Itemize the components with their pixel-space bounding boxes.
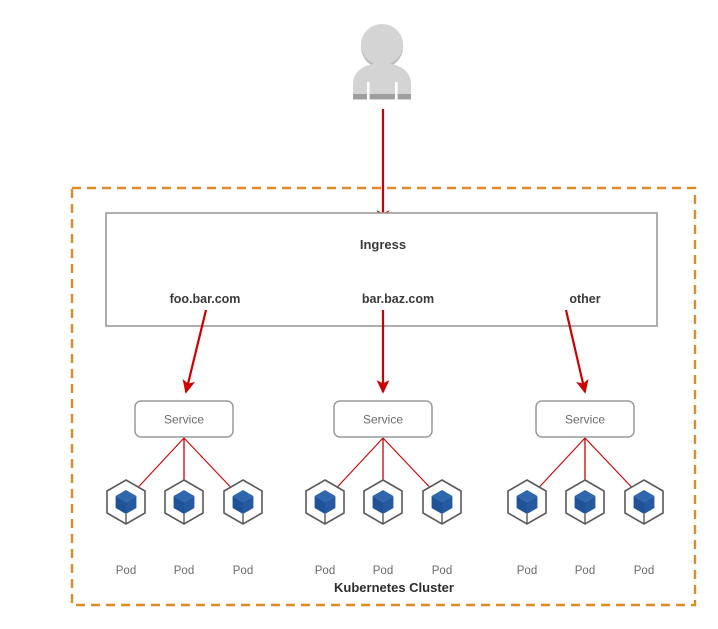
ingress-rule-host-2: other — [569, 292, 600, 306]
pod-cube-right-icon — [383, 496, 394, 514]
pod-node-1-0[interactable] — [305, 479, 345, 525]
pod-cube-left-icon — [173, 496, 184, 514]
pod-node-2-2[interactable] — [624, 479, 664, 525]
service-box-0[interactable] — [134, 400, 234, 438]
pod-cube-left-icon — [314, 496, 325, 514]
arrow-service2-to-pod0 — [530, 437, 586, 497]
service-box-1[interactable] — [333, 400, 433, 438]
ingress-rule-host-0: foo.bar.com — [170, 292, 241, 306]
pod-label-2-0: Pod — [517, 565, 537, 577]
pod-label-0-1: Pod — [174, 565, 194, 577]
service-label-1: Service — [363, 413, 403, 427]
service-label-0: Service — [164, 413, 204, 427]
service-node-2[interactable]: Service — [535, 400, 635, 438]
service-label-2: Service — [565, 413, 605, 427]
pod-label-0-0: Pod — [116, 565, 136, 577]
arrow-service1-to-pod0 — [328, 437, 384, 497]
pod-cube-right-icon — [325, 496, 336, 514]
user-person-icon — [353, 24, 411, 100]
pod-cube-right-icon — [243, 496, 254, 514]
pod-cube-top-icon — [633, 490, 655, 502]
service-node-0[interactable]: Service — [134, 400, 234, 438]
pod-cube-top-icon — [232, 490, 254, 502]
pod-label-2-2: Pod — [634, 565, 654, 577]
arrow-service0-to-pod2 — [183, 437, 240, 497]
pod-cube-top-icon — [115, 490, 137, 502]
pod-label-1-2: Pod — [432, 565, 452, 577]
pod-label-1-1: Pod — [373, 565, 393, 577]
pod-node-0-2[interactable] — [223, 479, 263, 525]
pod-cube-top-icon — [516, 490, 538, 502]
pod-cube-right-icon — [184, 496, 195, 514]
pod-node-0-1[interactable] — [164, 479, 204, 525]
pod-cube-top-icon — [173, 490, 195, 502]
pod-cube-left-icon — [431, 496, 442, 514]
pod-node-1-1[interactable] — [363, 479, 403, 525]
pod-node-0-0[interactable] — [106, 479, 146, 525]
kubernetes-cluster-label: Kubernetes Cluster — [334, 580, 454, 595]
pod-cube-left-icon — [232, 496, 243, 514]
ingress-rule-host-1: bar.baz.com — [362, 292, 434, 306]
arrow-service1-to-pod2 — [382, 437, 439, 497]
pod-cube-top-icon — [574, 490, 596, 502]
pod-cube-right-icon — [126, 496, 137, 514]
kubernetes-cluster-boundary — [70, 186, 697, 607]
arrow-service0-to-pod0 — [129, 437, 185, 497]
arrow-service2-to-pod2 — [584, 437, 641, 497]
pod-label-1-0: Pod — [315, 565, 335, 577]
pod-label-0-2: Pod — [233, 565, 253, 577]
pod-node-2-1[interactable] — [565, 479, 605, 525]
pod-label-2-1: Pod — [575, 565, 595, 577]
ingress-box[interactable] — [105, 212, 658, 327]
pod-cube-left-icon — [372, 496, 383, 514]
pod-node-2-0[interactable] — [507, 479, 547, 525]
pod-cube-right-icon — [442, 496, 453, 514]
arrow-rule0-to-service0 — [182, 309, 208, 394]
arrow-rule2-to-service2 — [564, 309, 589, 394]
pod-node-1-2[interactable] — [422, 479, 462, 525]
ingress-label: Ingress — [360, 237, 406, 252]
service-node-1[interactable]: Service — [333, 400, 433, 438]
service-box-2[interactable] — [535, 400, 635, 438]
